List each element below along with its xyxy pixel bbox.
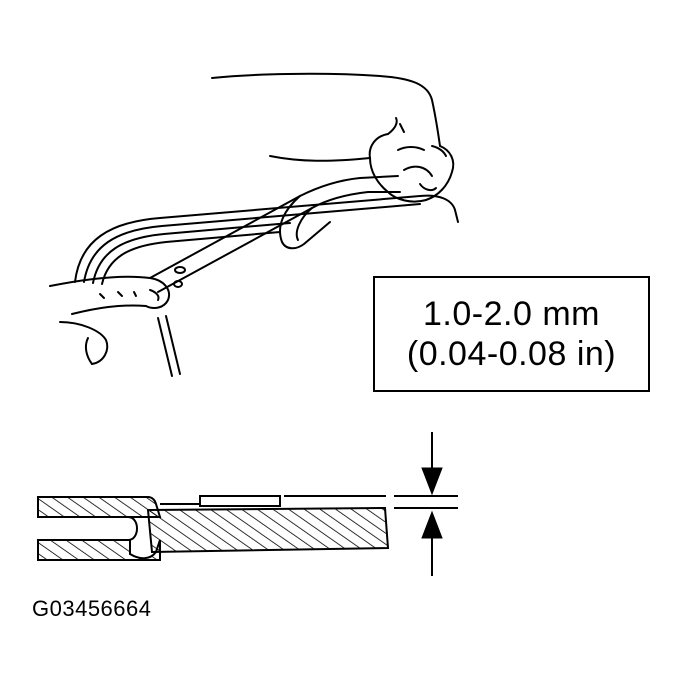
gap-spec-imperial: (0.04-0.08 in) [406, 335, 617, 373]
hatched-cross-section [37, 495, 390, 561]
gap-spec-metric: 1.0-2.0 mm [423, 295, 600, 333]
gap-spec-box: 1.0-2.0 mm (0.04-0.08 in) [373, 276, 650, 392]
dimension-arrows [394, 432, 458, 576]
figure-id: G03456664 [32, 596, 152, 621]
hand-with-pry-tool-illustration [49, 72, 459, 377]
